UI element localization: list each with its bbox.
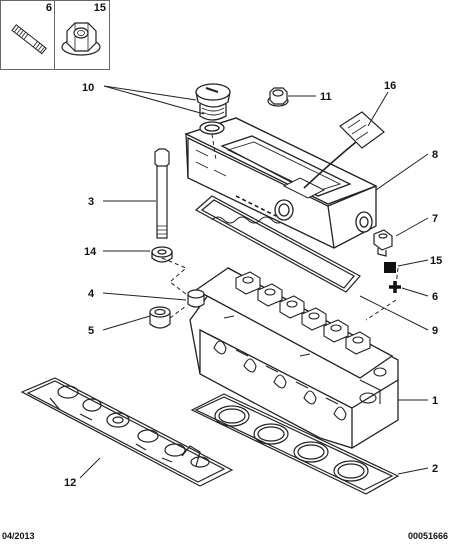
footer-reference: 00051666 xyxy=(407,531,448,541)
callout-10: 10 xyxy=(82,82,94,94)
label-part xyxy=(339,111,385,149)
washer-part xyxy=(151,246,173,263)
cylinder-head-part xyxy=(189,267,399,449)
callout-3: 3 xyxy=(88,196,94,208)
sensor-part xyxy=(373,229,393,257)
bushing-part xyxy=(187,289,205,308)
legend-number-6: 6 xyxy=(45,2,52,14)
callout-15: 15 xyxy=(430,255,442,267)
footer-date: 04/2013 xyxy=(2,531,35,541)
callout-4: 4 xyxy=(88,288,95,300)
callout-12: 12 xyxy=(64,477,76,489)
callout-2: 2 xyxy=(432,463,438,475)
dashed-guide-lines xyxy=(161,133,399,321)
callout-5: 5 xyxy=(88,325,94,337)
stud-icon xyxy=(11,24,47,55)
callout-14: 14 xyxy=(84,246,97,258)
nut-symbol-15 xyxy=(384,262,396,273)
callout-16: 16 xyxy=(384,80,396,92)
valve-cover-part xyxy=(184,117,378,249)
callout-1: 1 xyxy=(432,395,438,407)
nut-part xyxy=(267,87,289,107)
gasket-set-part xyxy=(20,377,234,487)
callout-11: 11 xyxy=(320,91,332,103)
sleeve-part xyxy=(149,306,171,329)
callout-8: 8 xyxy=(432,149,438,161)
oil-filler-cap-part xyxy=(195,83,231,135)
stud-symbol-6 xyxy=(389,281,401,293)
flange-nut-icon xyxy=(61,22,101,56)
callout-9: 9 xyxy=(432,325,438,337)
legend-box-nut: 15 xyxy=(54,0,110,70)
legend-box-stud: 6 xyxy=(0,0,56,70)
head-gasket-part xyxy=(190,393,400,495)
leader-lines xyxy=(79,85,429,479)
callout-6: 6 xyxy=(432,291,438,303)
legend-number-15: 15 xyxy=(93,2,106,14)
callout-7: 7 xyxy=(432,213,438,225)
bolt-part xyxy=(154,148,170,239)
